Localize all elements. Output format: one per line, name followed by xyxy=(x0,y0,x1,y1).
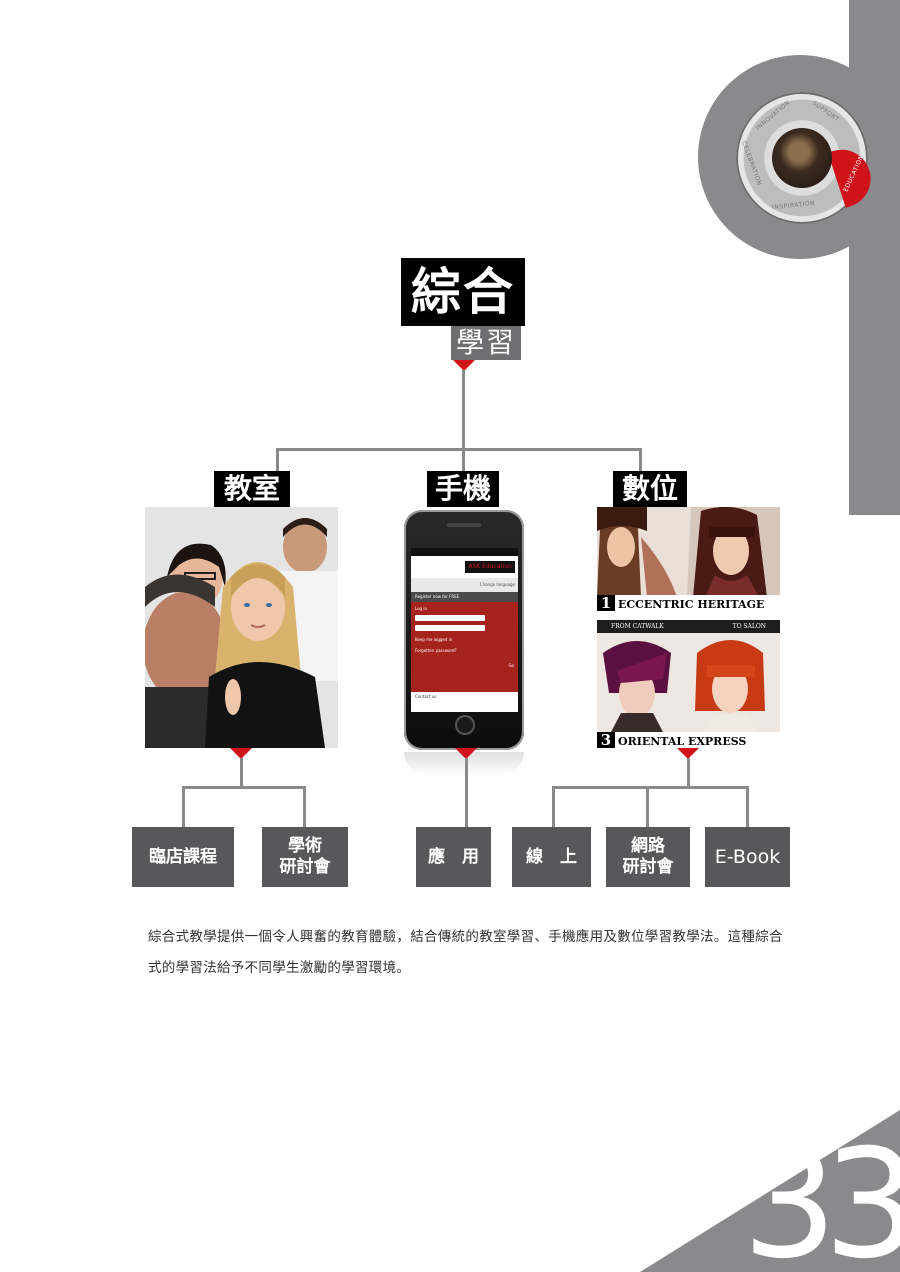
title-sub: 學習 xyxy=(451,326,521,360)
title-main: 綜合 xyxy=(401,258,525,326)
description-paragraph: 綜合式教學提供一個令人興奮的教育體驗，結合傳統的教室學習、手機應用及數位學習教學… xyxy=(148,929,783,976)
connector-digital-horizontal xyxy=(552,786,749,789)
poster-2-header: FROM CATWALK TO SALON xyxy=(597,620,780,633)
phone-go-button[interactable]: Go xyxy=(508,663,514,668)
phone-screen: ASK Education Change language Register n… xyxy=(411,548,518,712)
classroom-illustration xyxy=(145,507,338,748)
box-in-salon-course: 臨店課程 xyxy=(132,827,234,887)
connector-classroom-horizontal xyxy=(182,786,306,789)
connector-classroom-stem xyxy=(240,758,243,788)
box-online: 線 上 xyxy=(512,827,591,887)
category-label-mobile: 手機 xyxy=(427,471,499,507)
phone-lang-link[interactable]: Change language xyxy=(411,578,518,592)
phone-status-bar xyxy=(411,548,518,556)
connector-to-classroom xyxy=(276,448,279,474)
phone-brand: ASK Education xyxy=(465,561,515,573)
poster-2-number: 3 xyxy=(597,732,615,748)
phone-app-header: ASK Education xyxy=(411,556,518,578)
category-label-digital: 數位 xyxy=(613,471,687,507)
phone-password-field[interactable] xyxy=(415,625,485,631)
connector-top-horizontal xyxy=(276,448,642,451)
phone-login-label: Log in xyxy=(415,606,428,611)
connector-to-digital xyxy=(639,448,642,474)
box-ebook: E-Book xyxy=(705,827,790,887)
page-number: 33 xyxy=(742,1130,900,1272)
connector-to-mobile xyxy=(462,448,465,474)
mobile-pointer xyxy=(455,748,477,759)
badge-center-photo xyxy=(772,128,832,188)
poster-2-title: ORIENTAL EXPRESS xyxy=(618,735,747,748)
box-app: 應 用 xyxy=(416,827,491,887)
category-label-classroom: 教室 xyxy=(214,471,290,507)
box-webinar: 網路 研討會 xyxy=(606,827,690,887)
connector-to-box-6 xyxy=(746,786,749,828)
phone-speaker xyxy=(447,523,481,527)
connector-digital-stem xyxy=(687,758,690,788)
connector-to-box-1 xyxy=(182,786,185,828)
poster-2-illustration xyxy=(597,633,780,732)
phone-contact-link[interactable]: Contact us xyxy=(411,692,518,702)
poster-1-title: ECCENTRIC HERITAGE xyxy=(618,598,765,611)
connector-to-box-5 xyxy=(646,786,649,828)
poster-1-number: 1 xyxy=(597,595,615,611)
connector-to-box-4 xyxy=(552,786,555,828)
digital-pointer xyxy=(677,748,699,759)
phone-keep-logged[interactable]: Keep me logged in xyxy=(415,637,453,642)
poster-2-header-left: FROM CATWALK xyxy=(611,623,664,630)
classroom-pointer xyxy=(230,748,252,759)
classroom-photo xyxy=(145,507,338,748)
connector-to-box-2 xyxy=(303,786,306,828)
phone-forgot-link[interactable]: Forgotten password? xyxy=(415,648,457,653)
box-seminar: 學術 研討會 xyxy=(262,827,348,887)
connector-title-stem xyxy=(462,370,465,450)
phone-username-field[interactable] xyxy=(415,615,485,621)
poster-2-header-right: TO SALON xyxy=(732,623,766,630)
poster-1-illustration xyxy=(597,507,780,611)
title-pointer xyxy=(453,360,475,371)
phone-home-button xyxy=(455,715,475,735)
connector-mobile-stem xyxy=(465,758,468,828)
phone-login-panel: Log in Keep me logged in Forgotten passw… xyxy=(411,602,518,692)
phone-register[interactable]: Register now for FREE xyxy=(411,592,518,602)
